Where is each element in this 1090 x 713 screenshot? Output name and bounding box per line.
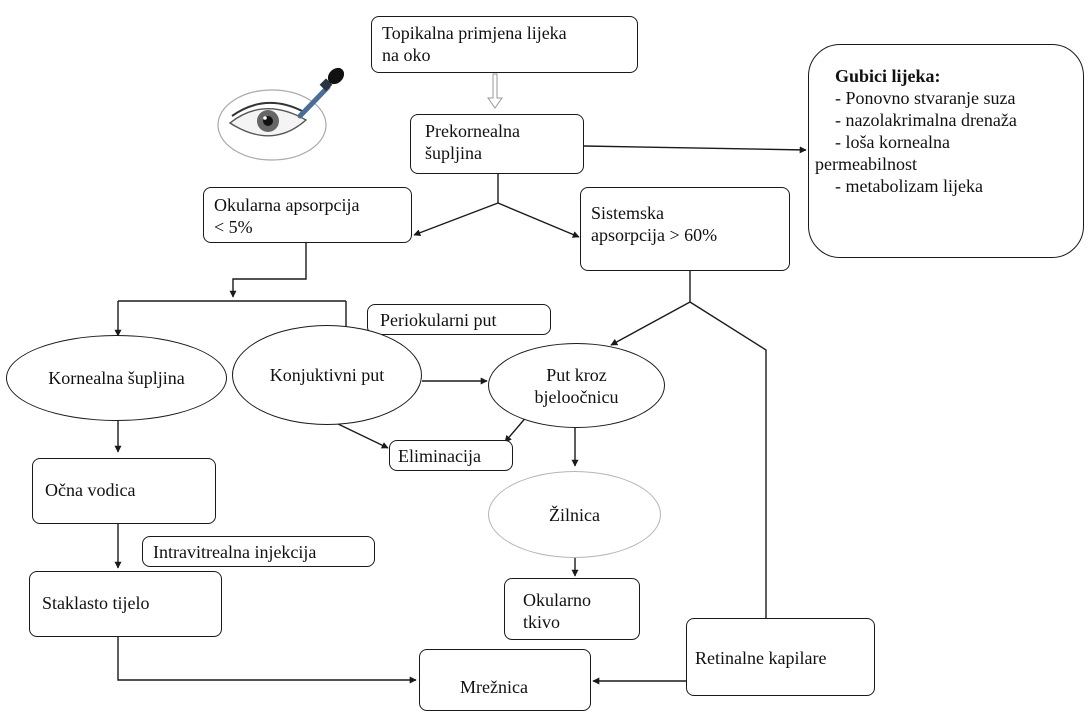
topical-line-2: na oko: [382, 45, 431, 65]
topical-line-1: Topikalna primjena lijeka: [382, 23, 567, 43]
vitreous-body-box: Staklasto tijelo: [29, 571, 222, 637]
intravitreal-injection-label: Intravitrealna injekcija: [153, 542, 317, 562]
scleral-route-line-1: Put kroz: [546, 364, 607, 385]
arrow-systemic-to-sclera: [610, 301, 691, 346]
aqueous-humor-label: Očna vodica: [45, 480, 136, 500]
precorneal-line-2: šupljina: [425, 143, 482, 163]
arrow-split-to-ocular: [413, 202, 499, 237]
intravitreal-injection-box: Intravitrealna injekcija: [142, 536, 375, 567]
elimination-box: Eliminacija: [389, 440, 513, 471]
arrow-precorneal-to-losses: [583, 145, 807, 154]
retina-label: Mrežnica: [460, 677, 528, 697]
systemic-absorption-line-1: Sistemska: [591, 203, 665, 223]
ocular-tissue-line-1: Okularno: [523, 590, 591, 610]
conjunctival-route-ellipse: Konjuktivni put: [232, 325, 422, 425]
corneal-cavity-label: Kornealna šupljina: [48, 368, 185, 388]
periocular-route-label: Periokularni put: [380, 310, 497, 330]
retinal-capillaries-label: Retinalne kapilare: [695, 648, 827, 668]
elimination-label: Eliminacija: [398, 446, 481, 466]
ocular-absorption-box: Okularna apsorpcija < 5%: [203, 187, 412, 243]
drug-losses-title: Gubici lijeka:: [835, 66, 941, 86]
ocular-tissue-line-2: tkivo: [523, 612, 561, 632]
periocular-route-box: Periokularni put: [367, 304, 551, 335]
drug-losses-item: - nazolakrimalna drenaža: [835, 110, 1017, 130]
arrow-vitreous-to-retina: [117, 637, 417, 684]
ocular-absorption-line-1: Okularna apsorpcija: [214, 195, 360, 215]
hollow-arrow-topical-to-precorneal: [487, 73, 503, 109]
drug-losses-item: - loša kornealna: [835, 132, 950, 152]
ocular-absorption-line-2: < 5%: [214, 217, 253, 237]
scleral-route-ellipse: Put kroz bjeloočnicu: [488, 343, 665, 428]
systemic-absorption-box: Sistemska apsorpcija > 60%: [580, 187, 790, 271]
conjunctival-route-label: Konjuktivni put: [269, 365, 385, 385]
eye-dropper-icon: [217, 67, 345, 161]
retina-box: Mrežnica: [419, 649, 591, 711]
precorneal-line-1: Prekornealna: [425, 121, 520, 141]
precorneal-cavity-box: Prekornealna šupljina: [410, 114, 584, 174]
arrow-conjunctival-to-elimination: [335, 422, 389, 449]
arrow-ocular-to-branch: [229, 243, 307, 298]
choroid-label: Žilnica: [549, 504, 600, 525]
aqueous-humor-box: Očna vodica: [32, 458, 216, 524]
topical-application-box: Topikalna primjena lijeka na oko: [371, 16, 638, 73]
ocular-tissue-box: Okularno tkivo: [504, 578, 640, 640]
arrow-split-to-systemic: [497, 202, 580, 238]
drug-losses-item: permeabilnost: [815, 154, 917, 174]
corneal-cavity-ellipse: Kornealna šupljina: [6, 335, 227, 421]
retinal-capillaries-box: Retinalne kapilare: [686, 618, 875, 696]
drug-losses-item: - metabolizam lijeka: [835, 176, 983, 196]
choroid-ellipse: Žilnica: [488, 471, 661, 558]
vitreous-body-label: Staklasto tijelo: [42, 593, 150, 613]
systemic-absorption-line-2: apsorpcija > 60%: [591, 225, 718, 245]
drug-losses-box: Gubici lijeka: - Ponovno stvaranje suza …: [808, 44, 1084, 258]
scleral-route-line-2: bjeloočnicu: [534, 386, 619, 407]
arrow-systemic-to-retinal-capillaries: [689, 301, 770, 662]
drug-losses-item: - Ponovno stvaranje suza: [835, 88, 1016, 108]
